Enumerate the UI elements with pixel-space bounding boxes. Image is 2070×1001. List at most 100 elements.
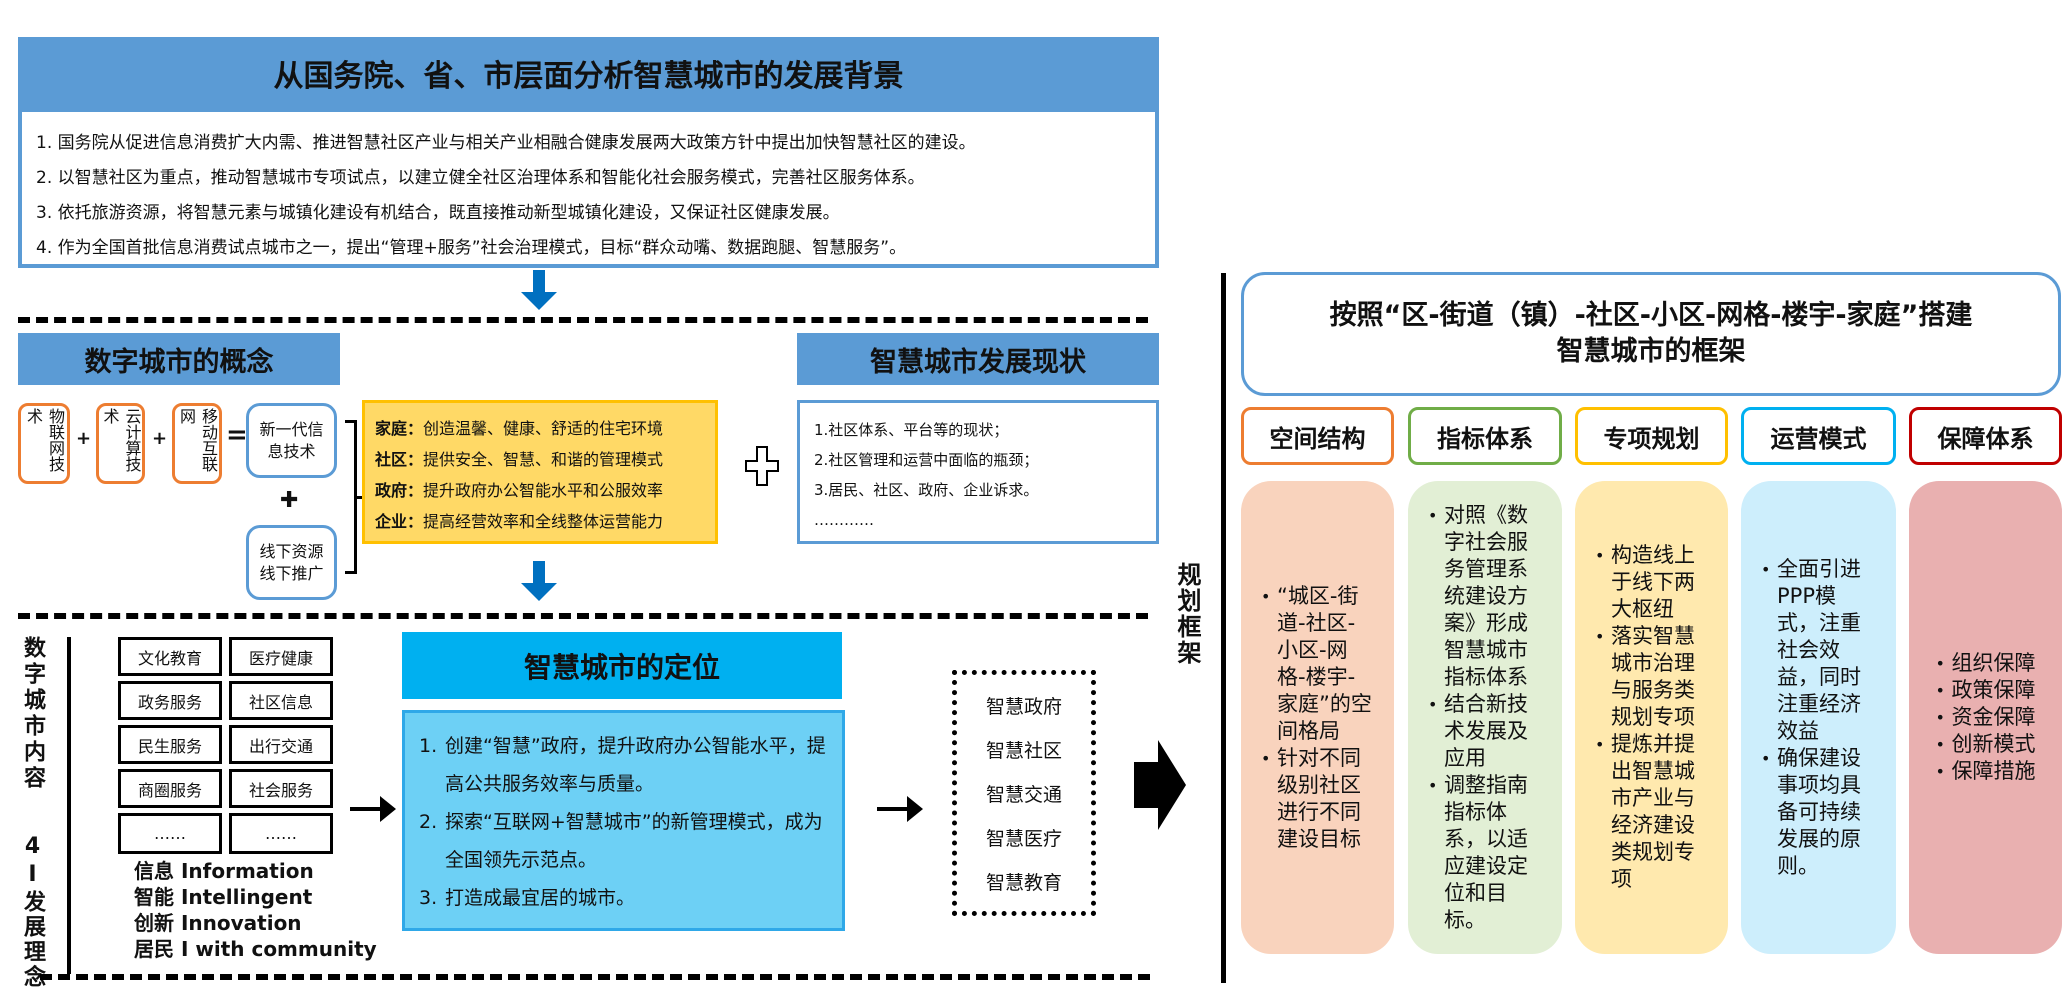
column-item: 调整指南指标体系，以适应建设定位和目标。 — [1428, 772, 1542, 934]
status-item: 2.社区管理和运营中面临的瓶颈； — [814, 451, 1039, 469]
target-item: 智慧教育 — [985, 872, 1062, 894]
column-item: 结合新技术发展及应用 — [1428, 691, 1542, 772]
content-side-label: 数字城市内容 — [20, 636, 45, 792]
column-item: 落实智慧城市治理与服务类规划专项 — [1595, 623, 1708, 731]
target-item: 智慧医疗 — [985, 828, 1062, 850]
target-item: 智慧社区 — [985, 740, 1062, 762]
benefit-text: 提供安全、智慧、和谐的管理模式 — [423, 450, 664, 469]
benefit-label: 企业： — [375, 512, 424, 531]
service-cell: 社会服务 — [229, 769, 333, 808]
service-cell: 商圈服务 — [118, 769, 222, 808]
target-item: 智慧政府 — [985, 696, 1062, 718]
column-item: 政策保障 — [1936, 677, 2036, 704]
positioning-title: 智慧城市的定位 — [402, 632, 842, 699]
service-cell: …… — [229, 813, 333, 854]
framework-title-line: 按照“区-街道（镇）-社区-小区-网格-楼宇-家庭”搭建 — [1329, 300, 1973, 331]
service-cell: 医疗健康 — [229, 637, 333, 676]
positioning-item: 3.打造成最宜居的城市。 — [419, 879, 828, 917]
service-cell: …… — [118, 813, 222, 854]
service-grid: 文化教育 医疗健康 政务服务 社区信息 民生服务 出行交通 商圈服务 社会服务 … — [118, 637, 333, 854]
benefit-item: 社区：提供安全、智慧、和谐的管理模式 — [375, 444, 705, 475]
benefit-item: 政府：提升政府办公智能水平和公服效率 — [375, 475, 705, 506]
target-item: 智慧交通 — [985, 784, 1062, 806]
targets-box: 智慧政府 智慧社区 智慧交通 智慧医疗 智慧教育 — [952, 670, 1096, 916]
background-title: 从国务院、省、市层面分析智慧城市的发展背景 — [18, 37, 1159, 108]
right-arrow-icon — [877, 794, 925, 828]
benefit-label: 社区： — [375, 450, 424, 469]
column-item: 对照《数字社会服务管理系统建设方案》形成智慧城市指标体系 — [1428, 502, 1542, 691]
benefit-label: 政府： — [375, 481, 424, 500]
concept-item: 创新 Innovation — [134, 911, 302, 935]
concept-item: 信息 Information — [134, 859, 314, 883]
item-number: 3. — [36, 203, 53, 223]
benefit-label: 家庭： — [375, 419, 424, 438]
concept-item: 智能 Intellingent — [134, 885, 313, 909]
bracket-tick — [357, 496, 363, 499]
benefits-box: 家庭：创造温馨、健康、舒适的住宅环境 社区：提供安全、智慧、和谐的管理模式 政府… — [362, 400, 718, 544]
down-arrow-icon — [521, 561, 557, 601]
bracket — [345, 420, 357, 574]
item-number: 1. — [419, 735, 438, 757]
column-item: 组织保障 — [1936, 650, 2036, 677]
special-planning-column: 构造线上于线下两大枢纽落实智慧城市治理与服务类规划专项提炼并提出智慧城市产业与经… — [1575, 481, 1728, 954]
item-text: 作为全国首批信息消费试点城市之一，提出“管理+服务”社会治理模式，目标“群众动嘴… — [57, 238, 907, 258]
positioning-list: 1.创建“智慧”政府，提升政府办公智能水平，提高公共服务效率与质量。 2.探索“… — [402, 710, 845, 931]
status-item: 1.社区体系、平台等的现状； — [814, 421, 1009, 439]
service-cell: 社区信息 — [229, 681, 333, 720]
concepts-list: 信息 Information 智能 Intellingent 创新 Innova… — [134, 858, 377, 962]
column-item: 保障措施 — [1936, 758, 2036, 785]
benefit-text: 提高经营效率和全线整体运营能力 — [423, 512, 664, 531]
column-item: 全面引进PPP模式，注重社会效益，同时注重经济效益 — [1761, 556, 1876, 745]
column-item: 确保建设事项均具备可持续发展的原则。 — [1761, 745, 1876, 880]
right-arrow-icon — [350, 794, 398, 828]
framework-title: 按照“区-街道（镇）-社区-小区-网格-楼宇-家庭”搭建 智慧城市的框架 — [1241, 272, 2061, 396]
tech-box: 物联网技术 — [18, 403, 70, 484]
item-number: 4. — [36, 238, 53, 258]
status-item: 3.居民、社区、政府、企业诉求。 — [814, 481, 1039, 499]
background-item: 4. 作为全国首批信息消费试点城市之一，提出“管理+服务”社会治理模式，目标“群… — [36, 231, 1141, 266]
guarantee-column: 组织保障政策保障资金保障创新模式保障措施 — [1909, 481, 2062, 954]
divider — [40, 974, 1150, 980]
service-cell: 民生服务 — [118, 725, 222, 764]
benefit-text: 提升政府办公智能水平和公服效率 — [423, 481, 664, 500]
concept-item: 居民 I with community — [134, 937, 377, 961]
tech-box: 移动互联网 — [172, 403, 222, 484]
concept-side-label: 4I发展理念 — [20, 834, 45, 990]
column-item: 创新模式 — [1936, 731, 2036, 758]
item-text: 依托旅游资源，将智慧元素与城镇化建设有机结合，既直接推动新型城镇化建设，又保证社… — [57, 203, 840, 223]
background-item: 3. 依托旅游资源，将智慧元素与城镇化建设有机结合，既直接推动新型城镇化建设，又… — [36, 196, 1141, 231]
column-item: 针对不同级别社区进行不同建设目标 — [1261, 745, 1374, 853]
equals-icon: = — [226, 420, 248, 450]
benefit-item: 企业：提高经营效率和全线整体运营能力 — [375, 506, 705, 537]
service-cell: 出行交通 — [229, 725, 333, 764]
down-arrow-icon — [521, 270, 557, 310]
plus-icon: ✚ — [280, 488, 299, 513]
tech-box: 云计算技术 — [96, 403, 145, 484]
vertical-line — [67, 637, 71, 974]
background-item: 1. 国务院从促进信息消费扩大内需、推进智慧社区产业与相关产业相融合健康发展两大… — [36, 126, 1141, 161]
big-right-arrow-icon — [1134, 740, 1186, 834]
item-text: 以智慧社区为重点，推动智慧城市专项试点，以建立健全社区治理体系和智能化社会服务模… — [57, 168, 925, 188]
category-operation: 运营模式 — [1741, 407, 1896, 465]
category-indicators: 指标体系 — [1408, 407, 1562, 465]
framework-side-label: 规划框架 — [1173, 562, 1201, 666]
plus-icon: + — [152, 428, 168, 449]
background-item: 2. 以智慧社区为重点，推动智慧城市专项试点，以建立健全社区治理体系和智能化社会… — [36, 161, 1141, 196]
item-text: 国务院从促进信息消费扩大内需、推进智慧社区产业与相关产业相融合健康发展两大政策方… — [57, 133, 976, 153]
item-text: 打造成最宜居的城市。 — [445, 887, 636, 909]
category-guarantee: 保障体系 — [1909, 407, 2062, 465]
service-cell: 政务服务 — [118, 681, 222, 720]
concept-title: 数字城市的概念 — [18, 333, 340, 385]
plus-icon: + — [76, 428, 92, 449]
service-cell: 文化教育 — [118, 637, 222, 676]
operation-column: 全面引进PPP模式，注重社会效益，同时注重经济效益确保建设事项均具备可持续发展的… — [1741, 481, 1896, 954]
item-number: 2. — [36, 168, 53, 188]
status-list: 1.社区体系、平台等的现状； 2.社区管理和运营中面临的瓶颈； 3.居民、社区、… — [797, 400, 1159, 544]
divider — [18, 317, 1148, 323]
category-spatial: 空间结构 — [1241, 407, 1394, 465]
column-item: 提炼并提出智慧城市产业与经济建设类规划专项 — [1595, 731, 1708, 893]
column-item: “城区-街道-社区-小区-网格-楼宇-家庭”的空间格局 — [1261, 583, 1374, 745]
item-number: 1. — [36, 133, 53, 153]
column-item: 资金保障 — [1936, 704, 2036, 731]
category-special-planning: 专项规划 — [1575, 407, 1728, 465]
